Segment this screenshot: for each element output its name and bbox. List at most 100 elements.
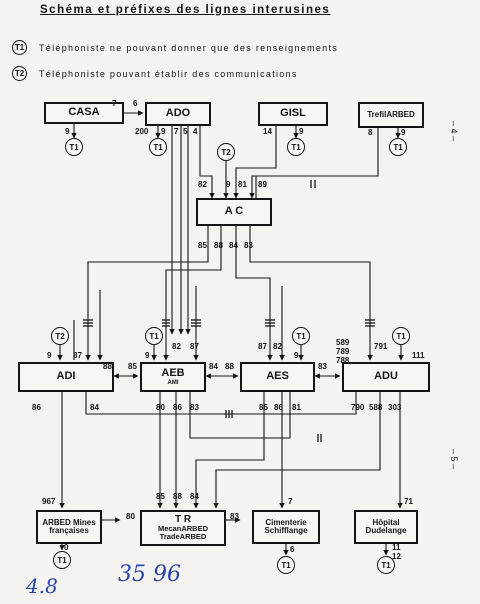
prefix-label: 788 bbox=[336, 356, 350, 365]
prefix-label: 83 bbox=[244, 241, 253, 250]
prefix-label: 9 bbox=[294, 351, 299, 360]
prefix-label: 88 bbox=[214, 241, 223, 250]
box-ado: ADO bbox=[145, 102, 211, 126]
node-t1-casa: T1 bbox=[65, 138, 83, 156]
prefix-label: 88 bbox=[173, 492, 182, 501]
prefix-label: 791 bbox=[374, 342, 388, 351]
prefix-label: 7 bbox=[174, 127, 179, 136]
line-gisl-ac bbox=[233, 125, 277, 199]
line-aeb-aes-lower bbox=[189, 392, 291, 439]
node-t1-cim: T1 bbox=[277, 556, 295, 574]
prefix-label: 9 bbox=[145, 351, 150, 360]
prefix-label: 83 bbox=[230, 512, 239, 521]
line-ac-adu bbox=[249, 226, 373, 361]
t2-symbol-icon: T2 bbox=[12, 66, 27, 81]
prefix-label: 5 bbox=[183, 127, 188, 136]
box-aes: AES bbox=[240, 362, 315, 392]
prefix-label: 85 bbox=[198, 241, 207, 250]
line-ac-aes bbox=[235, 226, 273, 361]
prefix-label: 82 bbox=[198, 180, 207, 189]
prefix-label: 85 bbox=[156, 492, 165, 501]
box-ac: A C bbox=[196, 198, 272, 226]
prefix-label: 9 bbox=[161, 127, 166, 136]
box-adi: ADI bbox=[18, 362, 114, 392]
box-arbed-mines: ARBED Mines françaises bbox=[36, 510, 102, 544]
node-t2-adi: T2 bbox=[51, 327, 69, 345]
prefix-label: 85 bbox=[259, 403, 268, 412]
line-ac-aeb bbox=[163, 226, 222, 361]
trunk-hash-marks bbox=[83, 180, 375, 442]
t1-symbol-icon: T1 bbox=[12, 40, 27, 55]
prefix-label: 84 bbox=[90, 403, 99, 412]
handwritten-note-b: 35 96 bbox=[118, 562, 181, 587]
prefix-label: 7 bbox=[112, 99, 117, 108]
prefix-label: 789 bbox=[336, 347, 350, 356]
box-gisl: GISL bbox=[258, 102, 328, 126]
prefix-label: 7 bbox=[288, 497, 293, 506]
diagram-title: Schéma et préfixes des lignes interusine… bbox=[40, 4, 331, 16]
prefix-label: 86 bbox=[173, 403, 182, 412]
prefix-label: 87 bbox=[190, 342, 199, 351]
prefix-label: 80 bbox=[156, 403, 165, 412]
line-adu-tr bbox=[213, 392, 381, 509]
legend-item-t1: T1 Téléphoniste ne pouvant donner que de… bbox=[12, 40, 338, 55]
prefix-label: 84 bbox=[209, 362, 218, 371]
prefix-label: 84 bbox=[190, 492, 199, 501]
box-adu: ADU bbox=[342, 362, 430, 392]
node-t1-aeb: T1 bbox=[145, 327, 163, 345]
prefix-label: 790 bbox=[351, 403, 365, 412]
prefix-label: 9 bbox=[401, 128, 406, 137]
prefix-label: 71 bbox=[404, 497, 413, 506]
prefix-label: 86 bbox=[32, 403, 41, 412]
prefix-label: 11 bbox=[392, 543, 401, 552]
box-casa: CASA bbox=[44, 102, 124, 124]
prefix-label: 9 bbox=[299, 127, 304, 136]
box-aeb: AEB AMI bbox=[140, 362, 206, 392]
line-aes-tr bbox=[193, 392, 265, 509]
prefix-label: 80 bbox=[126, 512, 135, 521]
prefix-label: 303 bbox=[388, 403, 402, 412]
node-t1-ado: T1 bbox=[149, 138, 167, 156]
prefix-label: 9 bbox=[47, 351, 52, 360]
line-trefil-ac bbox=[249, 128, 379, 199]
prefix-label: 89 bbox=[258, 180, 267, 189]
handwritten-note-a: 4.8 bbox=[26, 574, 58, 598]
prefix-label: 589 bbox=[336, 338, 350, 347]
node-t1-arbed: T1 bbox=[53, 551, 71, 569]
prefix-label: 85 bbox=[128, 362, 137, 371]
prefix-label: 86 bbox=[274, 403, 283, 412]
prefix-label: 83 bbox=[190, 403, 199, 412]
prefix-label: 9 bbox=[226, 180, 231, 189]
box-hopital: Hôpital Dudelange bbox=[354, 510, 418, 544]
prefix-label: 588 bbox=[369, 403, 383, 412]
prefix-label: 200 bbox=[135, 127, 149, 136]
prefix-label: 4 bbox=[193, 127, 198, 136]
prefix-label: 87 bbox=[258, 342, 267, 351]
prefix-label: 0 bbox=[64, 543, 69, 552]
page-number-4: – 4 – bbox=[449, 120, 460, 142]
prefix-label: 87 bbox=[73, 351, 82, 360]
node-t1-aes: T1 bbox=[292, 327, 310, 345]
prefix-label: 81 bbox=[238, 180, 247, 189]
prefix-label: 8 bbox=[368, 128, 373, 137]
prefix-label: 14 bbox=[263, 127, 272, 136]
line-ac-adi bbox=[85, 226, 209, 361]
node-t2-ac: T2 bbox=[217, 143, 235, 161]
prefix-label: 82 bbox=[172, 342, 181, 351]
prefix-label: 88 bbox=[225, 362, 234, 371]
prefix-label: 967 bbox=[42, 497, 56, 506]
box-tr: T R MecanARBED TradeARBED bbox=[140, 510, 226, 546]
legend-item-t2: T2 Téléphoniste pouvant établir des comm… bbox=[12, 66, 298, 81]
line-adi-adu bbox=[85, 392, 357, 415]
prefix-label: 111 bbox=[412, 351, 425, 360]
prefix-label: 9 bbox=[65, 127, 70, 136]
legend-text-t2: Téléphoniste pouvant établir des communi… bbox=[39, 68, 298, 79]
box-trefil-arbed: TrefilARBED bbox=[358, 102, 424, 128]
prefix-label: 88 bbox=[103, 362, 112, 371]
node-t1-hop: T1 bbox=[377, 556, 395, 574]
node-t1-gisl: T1 bbox=[287, 138, 305, 156]
box-cimenterie: Cimenterie Schifflange bbox=[252, 510, 320, 544]
prefix-label: 12 bbox=[392, 552, 401, 561]
legend-text-t1: Téléphoniste ne pouvant donner que des r… bbox=[39, 42, 339, 53]
